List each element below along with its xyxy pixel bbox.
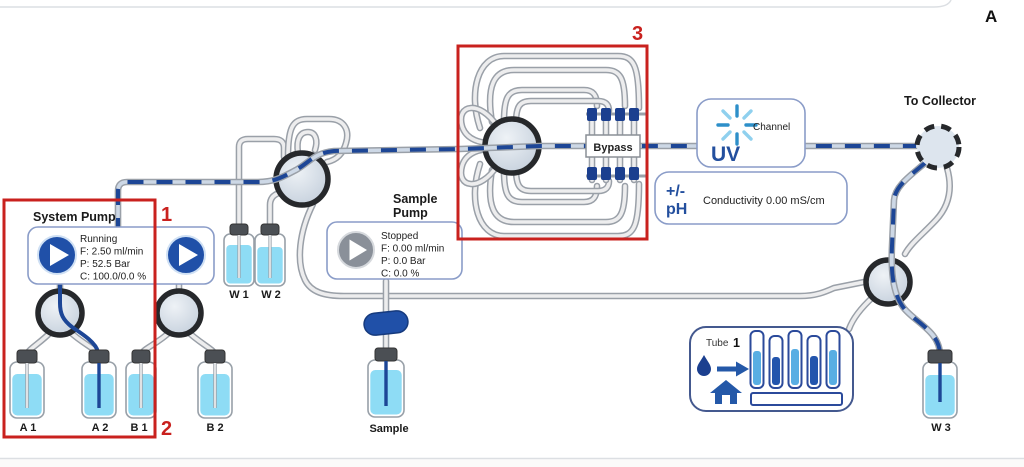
annotation-label-3: 3 xyxy=(632,23,643,45)
bottle-a1: A 1 xyxy=(9,349,45,434)
bottle-sample-label: Sample xyxy=(369,423,408,435)
bottle-w3-label: W 3 xyxy=(931,422,951,434)
droplet-icon xyxy=(697,355,711,376)
annotation-overlay: 1 2 3 xyxy=(2,23,649,440)
bottle-a2: A 2 xyxy=(81,349,117,434)
bottle-w1-label: W 1 xyxy=(229,289,249,301)
system-pump-status-box[interactable]: Running F: 2.50 ml/min P: 52.5 Bar C: 10… xyxy=(27,226,215,285)
bottle-b2-label: B 2 xyxy=(206,422,223,434)
system-pump-composition: C: 100.0/0.0 % xyxy=(80,272,146,283)
home-icon xyxy=(710,380,742,404)
ph-conductivity-box[interactable]: +/- pH Conductivity 0.00 mS/cm xyxy=(654,171,848,225)
uv-channel-label: Channel xyxy=(753,122,790,133)
sample-pump-title-1: Sample xyxy=(393,192,438,206)
collector-outlet-valve[interactable] xyxy=(914,123,962,171)
figure-label: A xyxy=(985,7,997,26)
bottle-sample: Sample xyxy=(367,347,409,435)
system-pump-status: Running xyxy=(80,234,117,245)
annotation-box-1-2 xyxy=(2,198,157,439)
system-pump-title: System Pump xyxy=(33,210,116,224)
ph-symbol: pH xyxy=(666,201,687,218)
annotation-label-1: 1 xyxy=(161,204,172,226)
to-collector-label: To Collector xyxy=(904,94,976,108)
sample-pump-composition: C: 0.0 % xyxy=(381,269,419,280)
uv-monitor-box[interactable]: UV Channel xyxy=(696,98,806,168)
uv-label: UV xyxy=(711,143,740,166)
sample-pump-status-box[interactable]: Stopped F: 0.00 ml/min P: 0.0 Bar C: 0.0… xyxy=(326,221,463,280)
ph-symbol-plusminus: +/- xyxy=(666,183,685,200)
sample-pump-flow: F: 0.00 ml/min xyxy=(381,244,444,255)
bypass-label: Bypass xyxy=(593,142,632,154)
bottle-w3: W 3 xyxy=(922,349,958,434)
outlet-lower-valve[interactable] xyxy=(863,257,913,307)
bottle-w1: W 1 xyxy=(223,223,255,301)
bottle-b1: B 1 xyxy=(125,349,157,434)
bypass-position[interactable]: Bypass xyxy=(585,134,641,158)
fraction-collector-box[interactable]: Tube 1 xyxy=(689,326,854,412)
annotation-label-2: 2 xyxy=(161,418,172,440)
system-pump-b-play-icon[interactable] xyxy=(166,235,206,275)
sample-pump-pressure: P: 0.0 Bar xyxy=(381,256,426,267)
bottle-w2-label: W 2 xyxy=(261,289,281,301)
arrow-icon xyxy=(717,361,749,377)
bottle-a2-label: A 2 xyxy=(92,422,109,434)
system-pump-flow: F: 2.50 ml/min xyxy=(80,247,143,258)
sample-pump-play-icon[interactable] xyxy=(337,231,375,269)
conductivity-value: Conductivity 0.00 mS/cm xyxy=(703,195,825,207)
fraction-tubes xyxy=(749,330,843,406)
uv-lamp-icon xyxy=(716,104,758,146)
fraction-rack xyxy=(750,392,843,406)
inlet-valve-b[interactable] xyxy=(154,288,204,338)
bottle-a1-label: A 1 xyxy=(20,422,37,434)
bottle-b1-label: B 1 xyxy=(130,422,147,434)
fraction-tube-number: 1 xyxy=(733,336,740,350)
sample-pump-title-2: Pump xyxy=(393,206,428,220)
sample-air-sensor xyxy=(363,310,409,336)
fraction-tube-word: Tube xyxy=(706,338,729,349)
bottle-b2: B 2 xyxy=(197,349,233,434)
sample-pump-status: Stopped xyxy=(381,231,418,242)
bottle-w2: W 2 xyxy=(254,223,286,301)
system-pump-pressure: P: 52.5 Bar xyxy=(80,259,131,270)
annotation-box-3 xyxy=(456,44,649,241)
system-pump-a-play-icon[interactable] xyxy=(37,235,77,275)
